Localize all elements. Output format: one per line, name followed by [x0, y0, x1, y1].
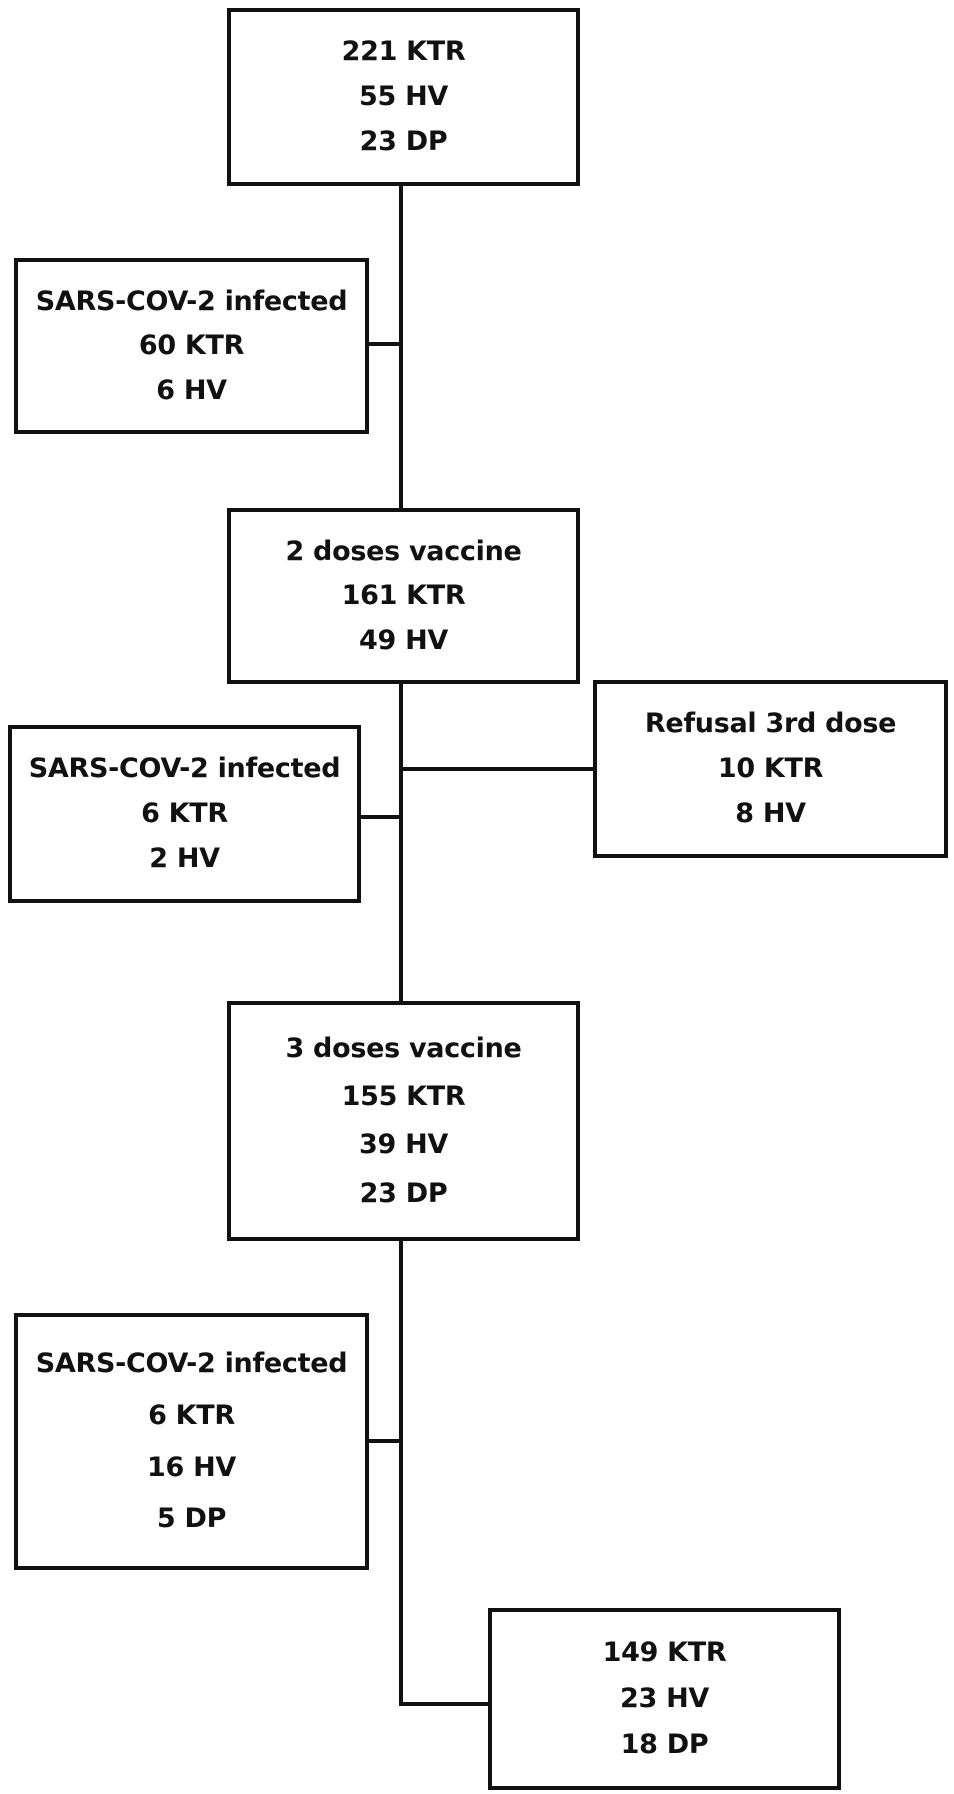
start-cohort-hv: 55 HV	[359, 81, 448, 113]
infected-2-hv: 2 HV	[149, 843, 220, 875]
final-cohort-box: 149 KTR 23 HV 18 DP	[488, 1608, 841, 1790]
three-doses-title: 3 doses vaccine	[285, 1032, 522, 1064]
infected-1-ktr: 60 KTR	[138, 330, 245, 362]
two-doses-title: 2 doses vaccine	[285, 535, 522, 567]
final-cohort-hv: 23 HV	[620, 1683, 709, 1715]
three-doses-hv: 39 HV	[359, 1129, 448, 1161]
three-doses-dp: 23 DP	[359, 1177, 448, 1209]
refusal-ktr: 10 KTR	[717, 753, 824, 785]
two-doses-box: 2 doses vaccine 161 KTR 49 HV	[227, 508, 580, 684]
infected-1-title: SARS-COV-2 infected	[35, 285, 348, 317]
infected-3-hv: 16 HV	[147, 1451, 236, 1483]
start-cohort-ktr: 221 KTR	[341, 36, 466, 68]
start-cohort-dp: 23 DP	[359, 126, 448, 158]
refusal-title: Refusal 3rd dose	[644, 708, 897, 740]
three-doses-box: 3 doses vaccine 155 KTR 39 HV 23 DP	[227, 1001, 580, 1241]
infected-2-ktr: 6 KTR	[141, 798, 228, 830]
infected-3-title: SARS-COV-2 infected	[35, 1348, 348, 1380]
infected-3-ktr: 6 KTR	[148, 1399, 235, 1431]
refusal-third-dose-box: Refusal 3rd dose 10 KTR 8 HV	[593, 680, 948, 858]
infected-box-3: SARS-COV-2 infected 6 KTR 16 HV 5 DP	[14, 1313, 369, 1570]
infected-2-title: SARS-COV-2 infected	[28, 753, 341, 785]
infected-1-hv: 6 HV	[156, 374, 227, 406]
two-doses-hv: 49 HV	[359, 624, 448, 656]
final-cohort-ktr: 149 KTR	[602, 1637, 727, 1669]
infected-3-dp: 5 DP	[156, 1503, 227, 1535]
start-cohort-box: 221 KTR 55 HV 23 DP	[227, 8, 580, 186]
three-doses-ktr: 155 KTR	[341, 1080, 466, 1112]
infected-box-2: SARS-COV-2 infected 6 KTR 2 HV	[8, 725, 361, 903]
final-cohort-dp: 18 DP	[620, 1729, 709, 1761]
refusal-hv: 8 HV	[735, 798, 806, 830]
two-doses-ktr: 161 KTR	[341, 580, 466, 612]
infected-box-1: SARS-COV-2 infected 60 KTR 6 HV	[14, 258, 369, 434]
